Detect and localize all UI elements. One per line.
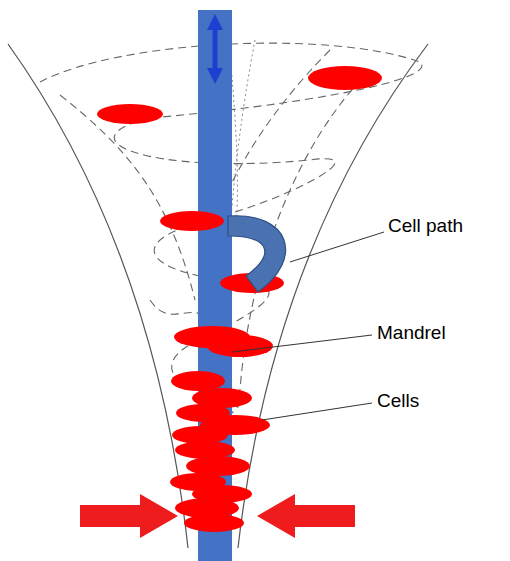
compression-arrow (80, 494, 178, 538)
compression-arrow (257, 494, 355, 538)
cell (97, 66, 382, 532)
funnel-wall (8, 44, 188, 548)
part-label: Cell path (388, 216, 463, 237)
part-label: Mandrel (377, 323, 446, 344)
funnel-wall (238, 44, 428, 548)
motion-arrow (213, 22, 218, 76)
cell-path-ribbon (228, 216, 286, 292)
leader-line (232, 232, 384, 420)
part-label: Cells (377, 391, 419, 412)
